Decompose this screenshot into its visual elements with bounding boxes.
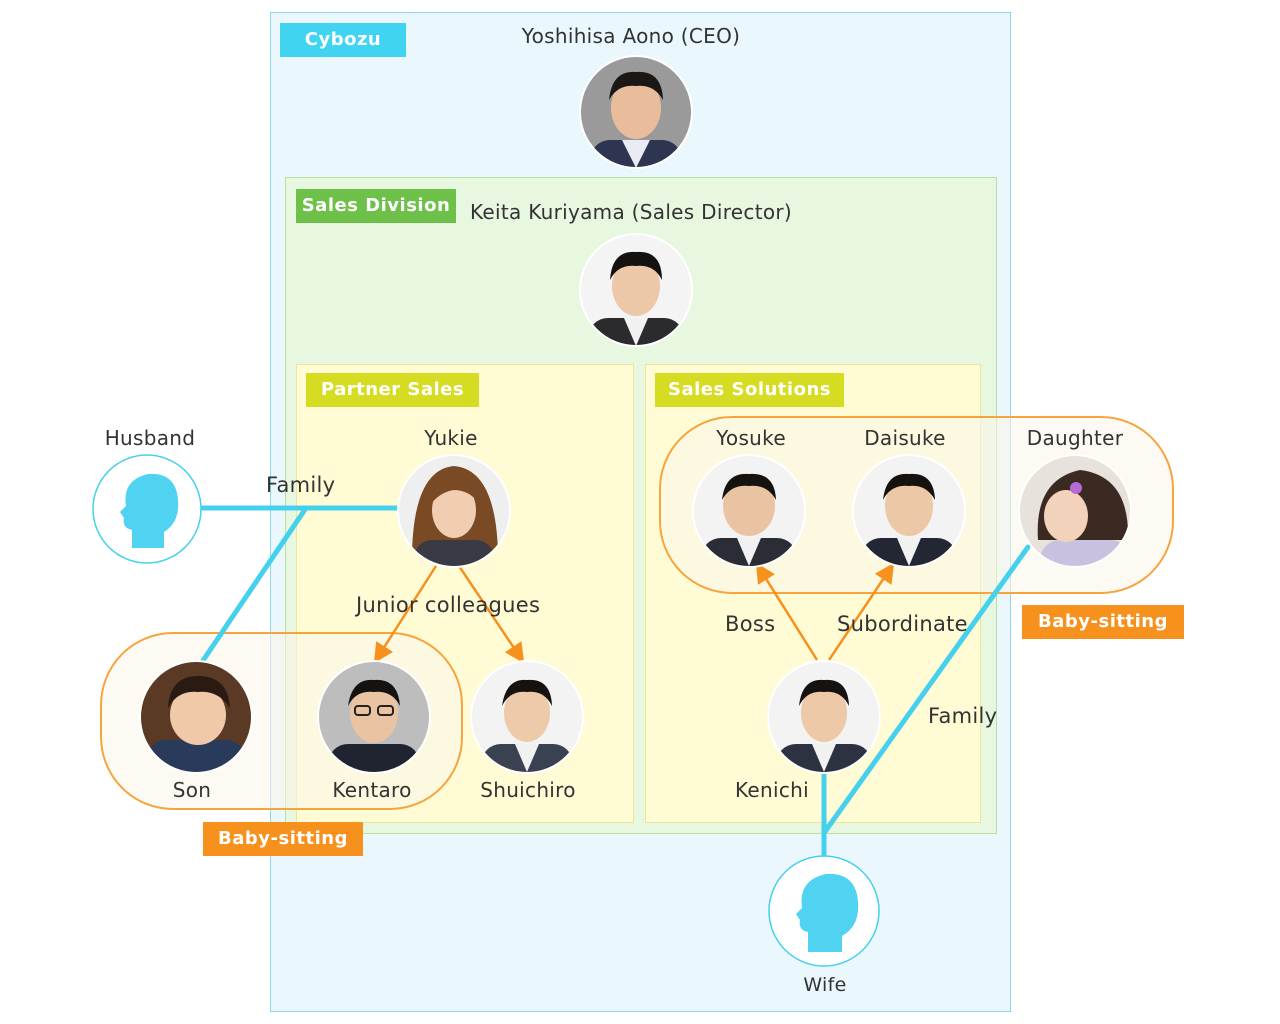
- daisuke-avatar: [852, 454, 966, 568]
- babysitting-tag-left: Baby-sitting: [203, 822, 363, 856]
- son-name: Son: [172, 778, 212, 802]
- yosuke-avatar: [692, 454, 806, 568]
- husband-name: Husband: [104, 426, 196, 450]
- daughter-name: Daughter: [1026, 426, 1124, 450]
- junior-colleagues-label: Junior colleagues: [356, 593, 541, 617]
- yukie-avatar: [397, 454, 511, 568]
- boss-label: Boss: [725, 612, 776, 636]
- shuichiro-name: Shuichiro: [480, 778, 576, 802]
- relationship-arrows: [373, 562, 895, 664]
- sales-director-name: Keita Kuriyama (Sales Director): [469, 200, 793, 224]
- kenichi-avatar: [767, 660, 881, 774]
- kentaro-name: Kentaro: [332, 778, 412, 802]
- sales-director-avatar: [579, 233, 693, 347]
- family-label-left: Family: [266, 473, 336, 497]
- subordinate-label: Subordinate: [837, 612, 968, 636]
- yosuke-name: Yosuke: [716, 426, 786, 450]
- partner-sales-tag: Partner Sales: [306, 373, 479, 407]
- kenichi-name: Kenichi: [735, 778, 809, 802]
- daisuke-name: Daisuke: [864, 426, 946, 450]
- family-label-right: Family: [928, 704, 998, 728]
- family-lines: [199, 505, 1031, 858]
- sales-division-tag: Sales Division: [296, 189, 456, 223]
- babysitting-tag-right: Baby-sitting: [1022, 605, 1184, 639]
- ceo-avatar: [579, 55, 693, 169]
- wife-name: Wife: [803, 974, 847, 996]
- shuichiro-avatar: [470, 660, 584, 774]
- cybozu-tag: Cybozu: [280, 23, 406, 57]
- wife-silhouette-icon: [768, 855, 880, 967]
- yukie-name: Yukie: [424, 426, 478, 450]
- sales-solutions-tag: Sales Solutions: [655, 373, 844, 407]
- ceo-name: Yoshihisa Aono (CEO): [521, 24, 741, 48]
- daughter-avatar: [1018, 454, 1132, 568]
- husband-silhouette-icon: [92, 454, 202, 564]
- kentaro-avatar: [317, 660, 431, 774]
